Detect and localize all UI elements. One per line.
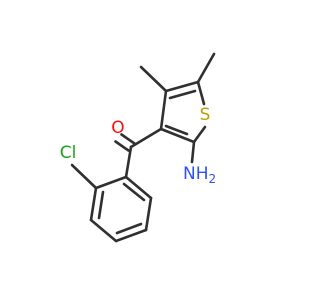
bond-carbonyl-benzene	[124, 145, 133, 179]
bond-thiophene-c5-s	[196, 80, 206, 106]
amine-label-main: NH	[183, 164, 209, 184]
bond-carbonyl-c-o-1	[120, 133, 136, 145]
bond-benzene-c3-c4	[89, 218, 118, 243]
bond-thiophene-s-c2	[192, 125, 207, 144]
bond-benzene-cl	[70, 163, 98, 190]
bond-carbonyl-thiophene	[129, 127, 163, 149]
oxygen-label: O	[111, 118, 124, 138]
bond-benzene-c4-c5	[114, 228, 148, 243]
bond-c2-amino	[190, 140, 196, 164]
bond-thiophene-c2-c3	[159, 127, 196, 144]
bond-thiophene-c4-c5-double	[168, 89, 197, 100]
amine-label: NH2	[183, 164, 216, 186]
bond-benzene-c1-c2	[94, 175, 128, 190]
atom-labels: O S NH2 Cl	[60, 105, 216, 186]
bond-thiophene-c4-c5	[164, 80, 200, 93]
sulfur-label: S	[200, 105, 211, 125]
amine-label-subscript: 2	[209, 172, 217, 186]
molecule-structure: O S NH2 Cl	[60, 52, 216, 243]
bond-benzene-c2-c3-double	[97, 190, 105, 220]
bonds	[70, 52, 216, 243]
bond-thiophene-c2-c3-double	[164, 124, 189, 136]
bond-thiophene-c3-c4	[159, 89, 168, 131]
bond-benzene-c6-c1-double	[122, 182, 146, 202]
bond-methyl-c4	[139, 65, 168, 93]
bond-benzene-c5-c6	[144, 196, 153, 232]
bond-carbonyl-c-o-2	[114, 140, 130, 152]
bond-benzene-c2-c3	[89, 186, 98, 222]
bond-benzene-c6-c1	[124, 175, 153, 200]
chlorine-label: Cl	[60, 143, 77, 163]
bond-methyl-c5	[196, 52, 216, 84]
bond-benzene-c4-c5-double	[115, 222, 143, 235]
